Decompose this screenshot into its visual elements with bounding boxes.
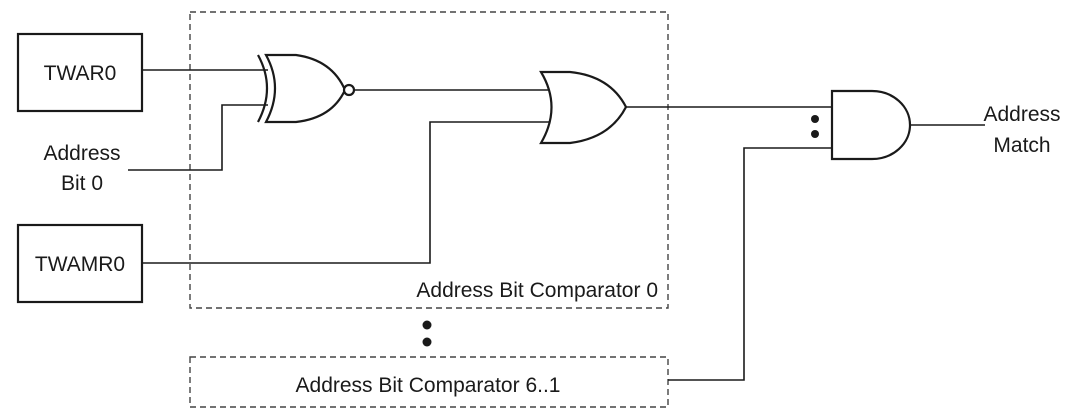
and-input-ellipsis-dot-bottom xyxy=(811,130,819,138)
twar0-label: TWAR0 xyxy=(44,62,117,85)
twamr0-label: TWAMR0 xyxy=(35,253,125,276)
address-bit0-label-line2: Bit 0 xyxy=(61,172,103,195)
and-input-ellipsis-dot-top xyxy=(811,115,819,123)
xnor-gate xyxy=(257,53,356,124)
output-label-line1: Address xyxy=(983,103,1060,126)
wire-comparators-and xyxy=(668,147,836,381)
output-label-line2: Match xyxy=(993,134,1050,157)
comparator-ellipsis-dot-bottom xyxy=(422,337,432,347)
wire-twamr0-or xyxy=(142,121,552,264)
comparator-rest-label: Address Bit Comparator 6..1 xyxy=(296,374,561,397)
wire-addrbit0-xnor xyxy=(128,104,268,171)
comparator-ellipsis-dot-top xyxy=(422,320,432,330)
comparator0-box xyxy=(189,11,669,309)
twar0-register xyxy=(16,32,144,113)
address-bit0-label-line1: Address xyxy=(43,142,120,165)
and-gate xyxy=(830,89,912,161)
or-gate xyxy=(539,70,628,145)
comparator-rest-box xyxy=(189,356,669,408)
comparator0-label: Address Bit Comparator 0 xyxy=(416,279,658,302)
twamr0-register xyxy=(16,223,144,304)
